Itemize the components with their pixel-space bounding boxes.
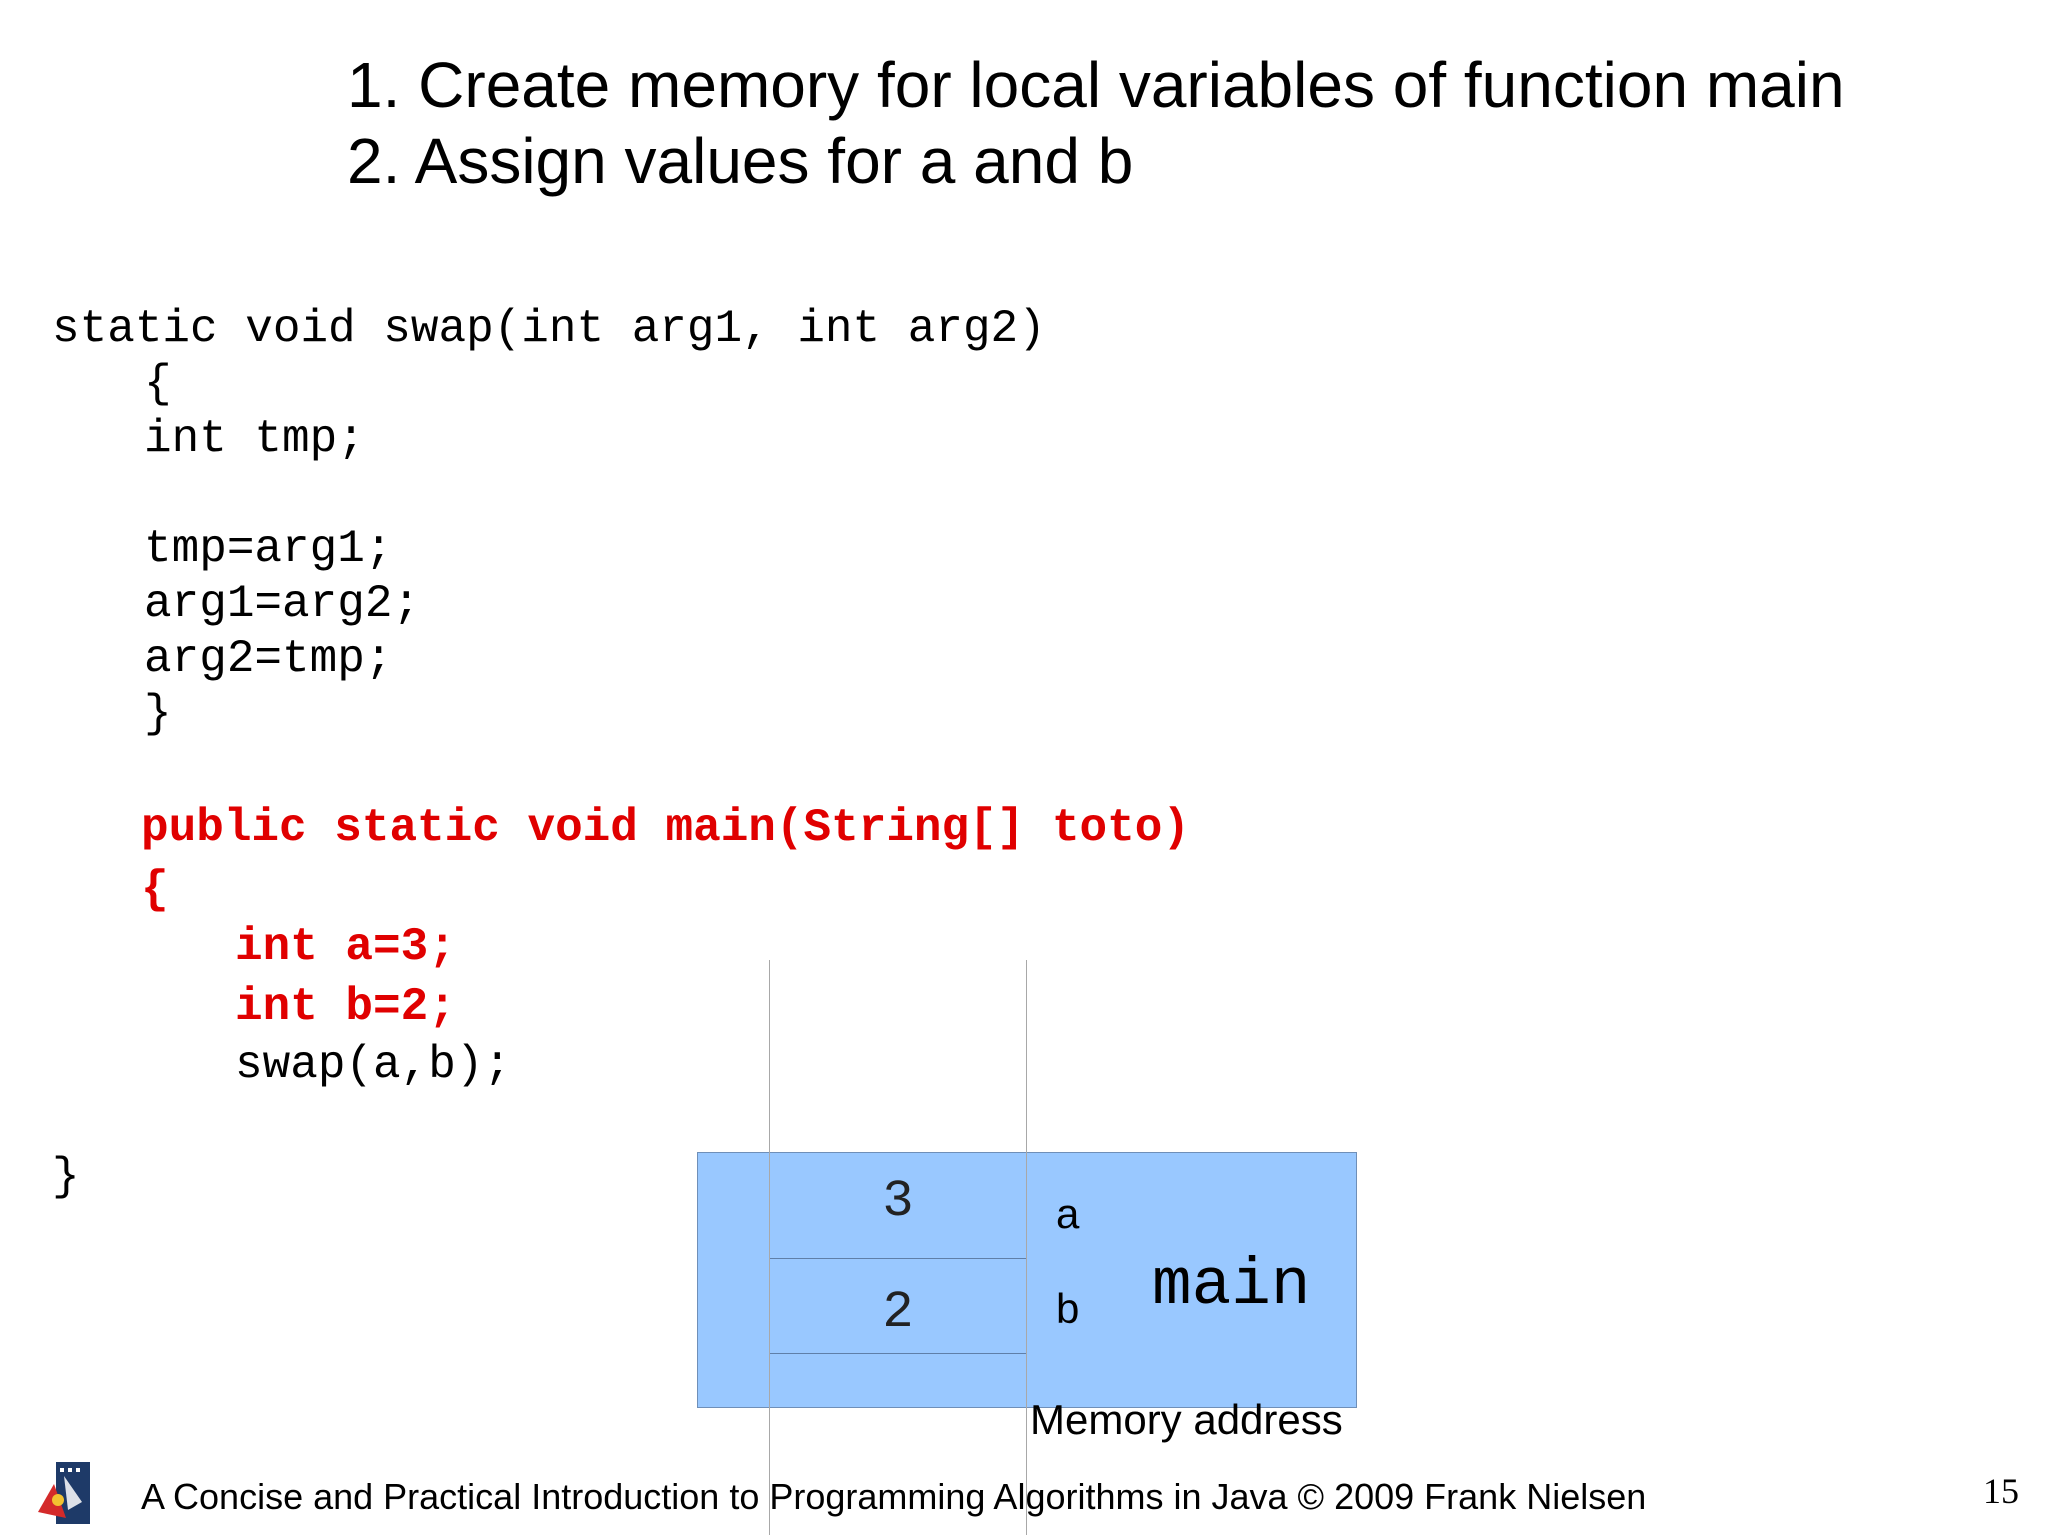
code-swap-decl: int tmp; (144, 413, 365, 465)
code-main-close-brace: } (52, 1151, 80, 1203)
memory-var-label-b: b (1056, 1285, 1080, 1332)
code-main-signature: public static void main(String[] toto) (141, 802, 1190, 854)
code-swap-line-2: arg1=arg2; (144, 578, 421, 630)
memory-var-label-a: a (1056, 1190, 1080, 1237)
memory-cell-value-a: 3 (882, 1172, 914, 1231)
memory-column-line-left (769, 960, 770, 1535)
heading-step-1: 1. Create memory for local variables of … (347, 49, 1845, 121)
code-swap-line-1: tmp=arg1; (144, 523, 393, 575)
footer-citation: A Concise and Practical Introduction to … (141, 1476, 1647, 1517)
memory-cell-value-b: 2 (882, 1283, 914, 1342)
code-swap-open-brace: { (144, 358, 172, 410)
code-main-call: swap(a,b); (235, 1039, 512, 1091)
code-swap-line-3: arg2=tmp; (144, 633, 393, 685)
code-main-open-brace: { (141, 864, 169, 916)
code-swap-close-brace: } (144, 688, 172, 740)
memory-column-line-right (1026, 960, 1027, 1535)
memory-frame-block (697, 1152, 1357, 1408)
code-swap-signature: static void swap(int arg1, int arg2) (52, 303, 1046, 355)
memory-cell-divider (769, 1258, 1027, 1259)
code-main-decl-b: int b=2; (235, 981, 456, 1033)
memory-address-caption: Memory address (1030, 1396, 1343, 1443)
page-number: 15 (1983, 1471, 2019, 1511)
code-main-decl-a: int a=3; (235, 921, 456, 973)
memory-frame-label: main (1152, 1248, 1311, 1323)
memory-cell-divider (769, 1353, 1027, 1354)
institution-logo-icon (38, 1462, 90, 1524)
heading-step-2: 2. Assign values for a and b (347, 125, 1134, 197)
